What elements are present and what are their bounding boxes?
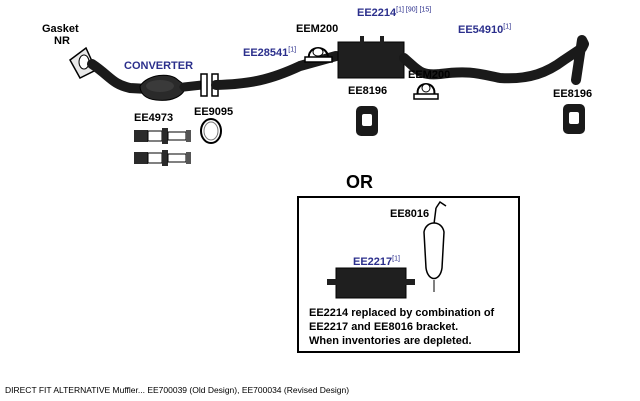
label-converter: CONVERTER bbox=[124, 60, 194, 72]
ref-ee54910: [1] bbox=[503, 23, 512, 31]
muffler-ee2214 bbox=[337, 36, 405, 79]
muffler-ee2217 bbox=[327, 267, 415, 299]
converter-outlet-pipe bbox=[179, 80, 207, 92]
label-ee8016: EE8016 bbox=[390, 208, 430, 220]
part-ee2214: EE2214 bbox=[357, 7, 397, 19]
tailpipe bbox=[399, 35, 589, 85]
part-ee2217: EE2217 bbox=[353, 256, 393, 268]
label-gasket: Gasket bbox=[42, 23, 79, 35]
note-line-2: EE2217 and EE8016 bracket. bbox=[309, 321, 459, 333]
clamp-eem200-top bbox=[304, 47, 333, 63]
label-ee2214: EE2214[1] [90] [15] bbox=[357, 6, 432, 19]
bolts-ee4973 bbox=[134, 128, 191, 166]
converter-pipe bbox=[87, 59, 153, 94]
replacement-note: EE2214 replaced by combination of EE2217… bbox=[309, 306, 494, 348]
label-ee2217: EE2217[1] bbox=[353, 255, 400, 268]
ring-gasket-ee9095 bbox=[200, 118, 222, 144]
diagram-caption: DIRECT FIT ALTERNATIVE Muffler... EE7000… bbox=[5, 385, 350, 395]
or-heading: OR bbox=[346, 172, 373, 192]
label-ee4973: EE4973 bbox=[134, 112, 174, 124]
label-ee8196-right: EE8196 bbox=[553, 88, 593, 100]
note-line-1: EE2214 replaced by combination of bbox=[309, 307, 495, 319]
hanger-ee8196-mid bbox=[356, 106, 378, 136]
label-gasket-nr: NR bbox=[54, 35, 70, 47]
intermediate-pipe bbox=[211, 51, 341, 90]
ref-ee2217: [1] bbox=[392, 255, 400, 263]
bracket-ee8016 bbox=[423, 200, 447, 292]
note-line-3: When inventories are depleted. bbox=[309, 335, 472, 347]
hanger-ee8196-right bbox=[563, 104, 585, 134]
ref-ee2214: [1] [90] [15] bbox=[396, 6, 432, 14]
label-eem200-right: EEM200 bbox=[408, 69, 451, 81]
label-ee8196-mid: EE8196 bbox=[348, 85, 388, 97]
label-ee9095: EE9095 bbox=[194, 106, 234, 118]
ref-ee28541: [1] bbox=[288, 46, 297, 54]
alternative-box bbox=[297, 196, 520, 353]
label-eem200-top: EEM200 bbox=[296, 23, 339, 35]
label-ee28541: EE28541[1] bbox=[243, 46, 297, 59]
catalytic-converter bbox=[139, 74, 187, 101]
part-ee28541: EE28541 bbox=[243, 47, 289, 59]
part-ee54910: EE54910 bbox=[458, 24, 504, 36]
label-ee54910: EE54910[1] bbox=[458, 23, 512, 36]
clamp-eem200-right bbox=[413, 83, 439, 100]
